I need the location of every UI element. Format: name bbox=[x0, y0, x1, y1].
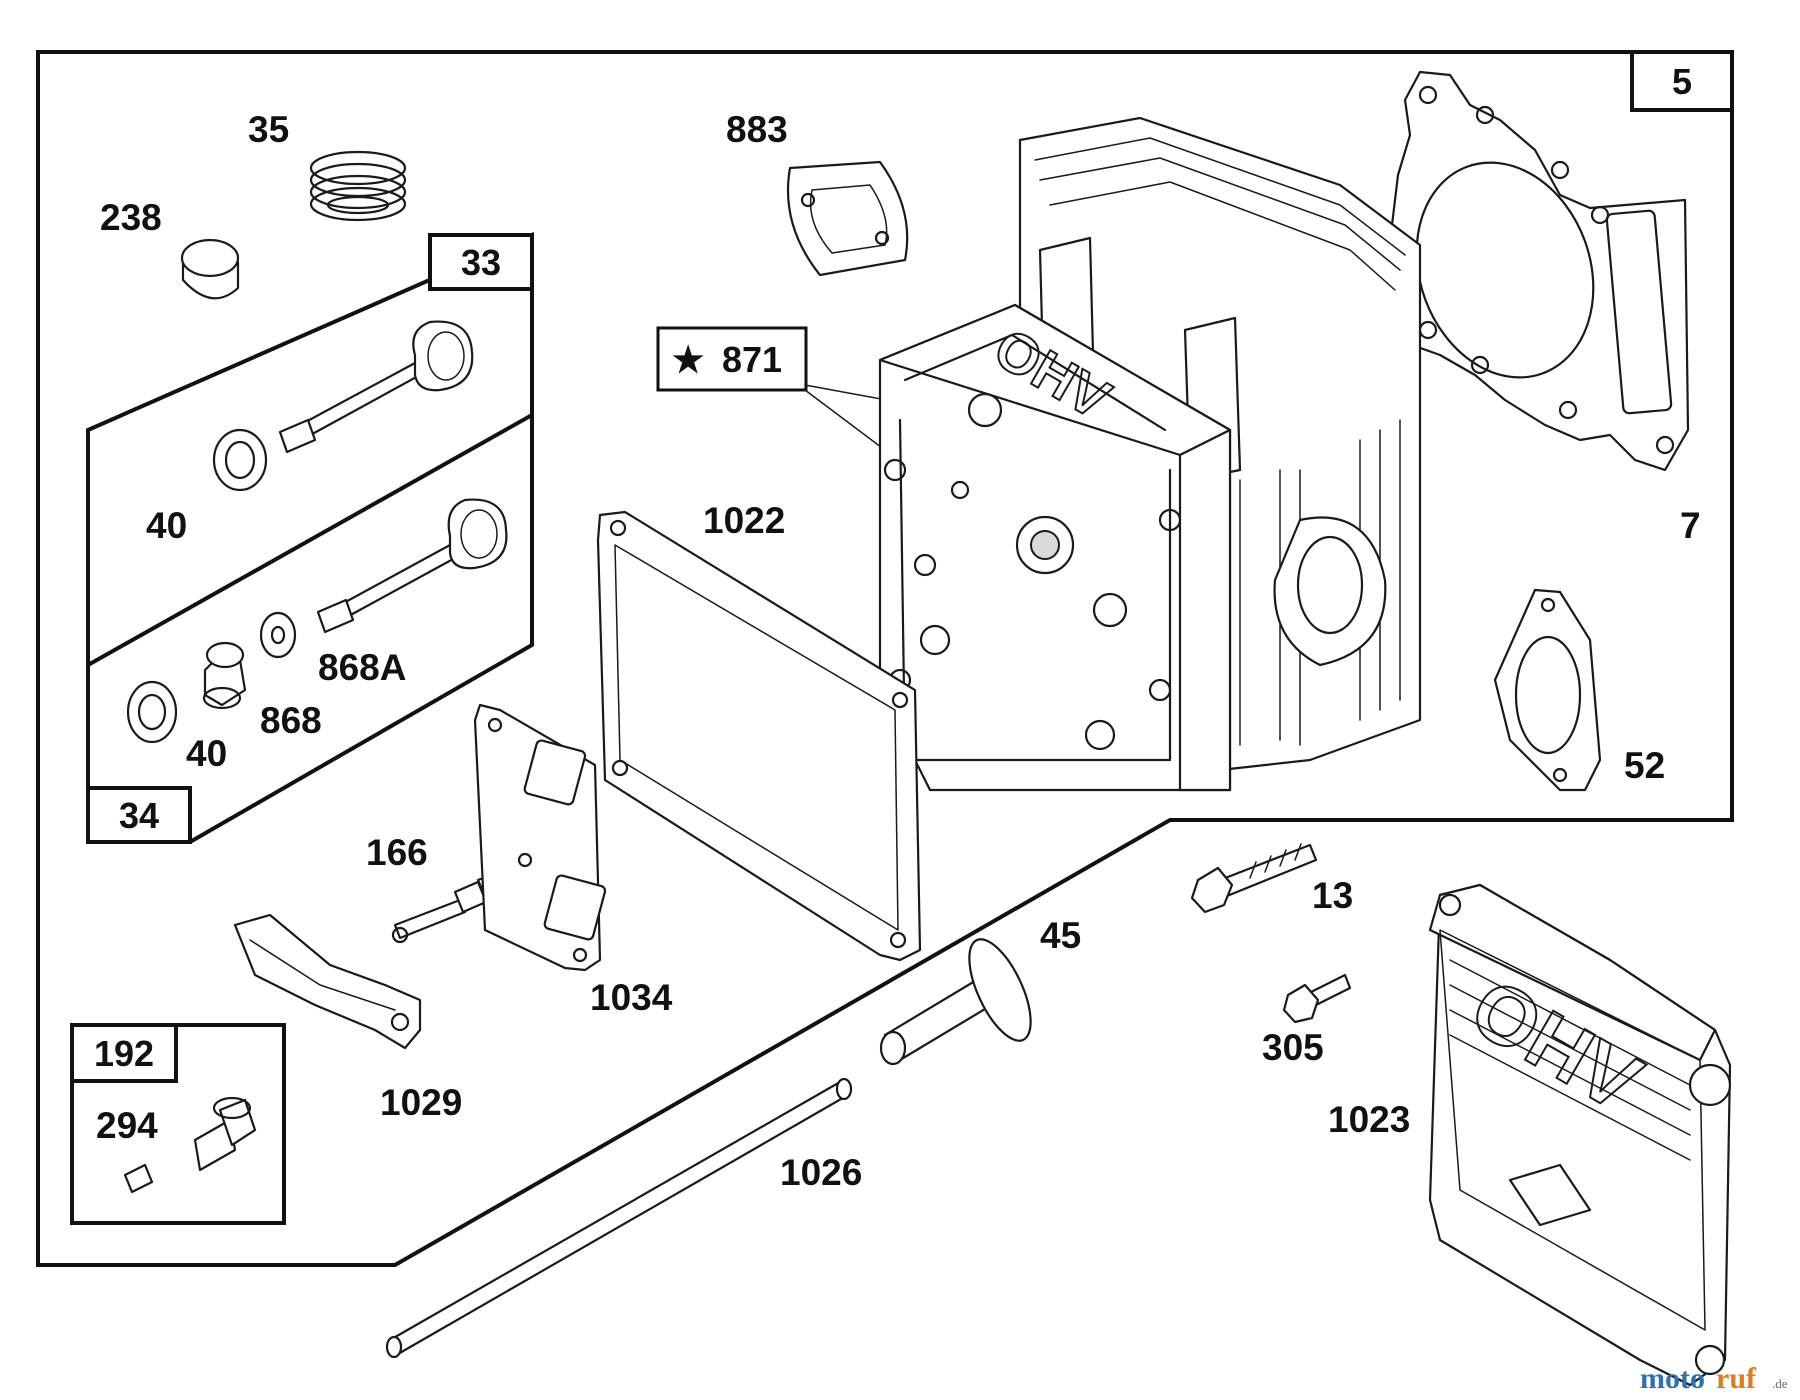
part-label-45: 45 bbox=[1040, 915, 1081, 956]
part-label-868: 868 bbox=[260, 700, 322, 741]
valve-kits-divider bbox=[87, 413, 533, 667]
part-label-305: 305 bbox=[1262, 1027, 1324, 1068]
svg-text:34: 34 bbox=[119, 795, 159, 836]
callout-871: ★ 871 bbox=[656, 326, 808, 392]
part-label-40: 40 bbox=[146, 505, 187, 546]
valve-seal-868 bbox=[202, 641, 247, 710]
part-label-1026: 1026 bbox=[780, 1152, 862, 1193]
svg-text:192: 192 bbox=[94, 1033, 154, 1074]
rocker-cover: OHV bbox=[1428, 883, 1732, 1387]
part-label-294: 294 bbox=[96, 1105, 158, 1146]
cover-screw bbox=[1282, 973, 1352, 1024]
intake-gasket bbox=[786, 160, 909, 277]
part-label-883: 883 bbox=[726, 109, 788, 150]
rocker-stud bbox=[391, 874, 495, 944]
intake-valve-keeper bbox=[212, 428, 268, 492]
rocker-arm bbox=[233, 913, 422, 1050]
svg-text:★: ★ bbox=[672, 339, 704, 380]
breather-fitting bbox=[193, 1096, 257, 1172]
part-label-52: 52 bbox=[1624, 745, 1665, 786]
head-gasket bbox=[1390, 70, 1690, 472]
main-group-tag: 5 bbox=[1630, 50, 1734, 112]
push-rod bbox=[385, 1077, 853, 1359]
svg-text:33: 33 bbox=[461, 242, 501, 283]
part-label-35: 35 bbox=[248, 109, 289, 150]
part-label-1022: 1022 bbox=[703, 500, 785, 541]
watermark-logo: moto ruf .de bbox=[1640, 1362, 1788, 1395]
cylinder-head: OHV bbox=[878, 116, 1422, 792]
part-label-1023: 1023 bbox=[1328, 1099, 1410, 1140]
exhaust-gasket bbox=[1493, 588, 1602, 792]
intake-valve bbox=[278, 320, 474, 454]
part-label-40: 40 bbox=[186, 733, 227, 774]
svg-text:.de: .de bbox=[1772, 1376, 1788, 1391]
part-label-868a: 868A bbox=[318, 647, 406, 688]
part-label-13: 13 bbox=[1312, 875, 1353, 916]
svg-text:871: 871 bbox=[722, 339, 782, 380]
breather-kit-tag: 192 bbox=[70, 1023, 178, 1083]
part-label-166: 166 bbox=[366, 832, 428, 873]
part-label-1029: 1029 bbox=[380, 1082, 462, 1123]
exhaust-valve-keeper bbox=[126, 680, 178, 744]
valve-spring bbox=[309, 150, 407, 222]
rocker-cover-gasket bbox=[596, 510, 922, 962]
svg-text:ruf: ruf bbox=[1716, 1362, 1757, 1395]
pushrod-guide bbox=[879, 938, 1032, 1066]
breather-plug bbox=[123, 1163, 154, 1194]
svg-text:moto: moto bbox=[1640, 1362, 1705, 1395]
flange-bolt bbox=[1190, 843, 1318, 914]
exhaust-valve-tag: 34 bbox=[86, 786, 192, 844]
part-label-238: 238 bbox=[100, 197, 162, 238]
valve-washer-868a bbox=[259, 611, 297, 659]
breather-plate bbox=[473, 703, 607, 972]
exhaust-valve bbox=[316, 498, 508, 634]
part-label-7: 7 bbox=[1680, 505, 1701, 546]
intake-valve-tag: 33 bbox=[428, 233, 534, 291]
part-label-1034: 1034 bbox=[590, 977, 673, 1018]
valve-cap bbox=[180, 238, 240, 300]
svg-text:5: 5 bbox=[1672, 61, 1692, 102]
